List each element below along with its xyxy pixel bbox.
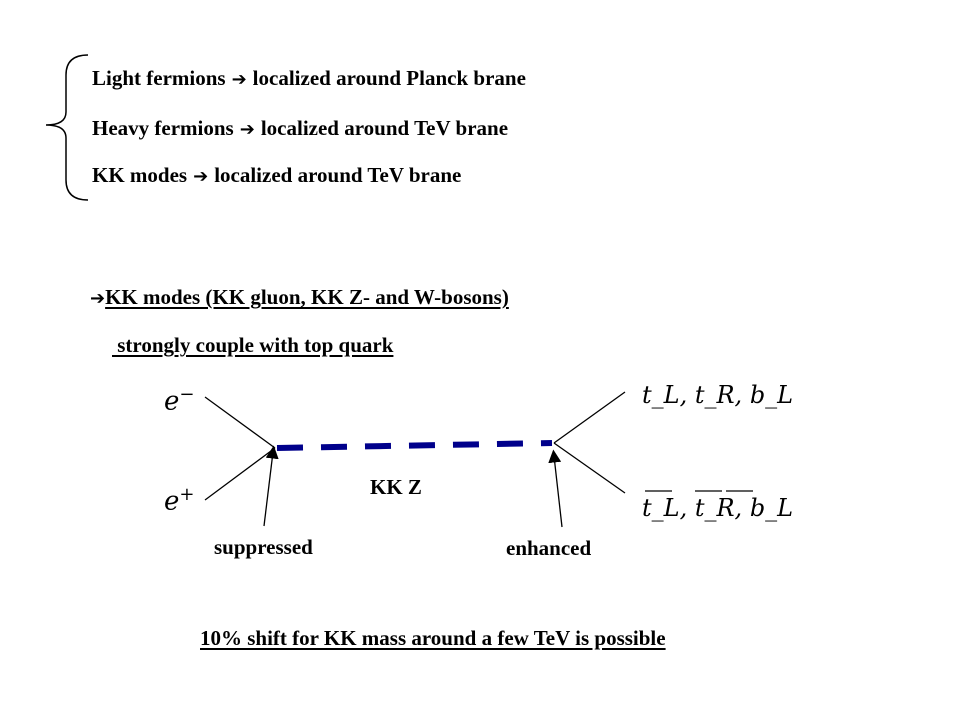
right-arrow-icon: ➔ bbox=[193, 166, 209, 187]
positron-label: e+ bbox=[164, 484, 195, 517]
kk-z-propagator bbox=[276, 440, 553, 451]
statement-kk-modes: KK modes➔localized around TeV brane bbox=[92, 163, 461, 189]
enhanced-note: enhanced bbox=[506, 536, 592, 560]
right-arrow-icon: ➔ bbox=[239, 119, 255, 140]
statement-result: localized around TeV brane bbox=[214, 163, 462, 187]
right-arrow-icon: ➔ bbox=[231, 69, 247, 90]
right-arrow-icon: ➔ bbox=[90, 288, 106, 309]
statement-subject: Heavy fermions bbox=[92, 116, 234, 140]
conclusion-text-1: KK modes (KK gluon, KK Z- and W-bosons) bbox=[105, 285, 509, 309]
electron-label: e− bbox=[164, 384, 195, 417]
suppressed-pointer bbox=[263, 445, 279, 527]
statement-result: localized around Planck brane bbox=[252, 66, 526, 90]
suppressed-note: suppressed bbox=[214, 535, 313, 559]
outgoing-quarks-label: t_L, t_R, b_L bbox=[642, 381, 794, 409]
statement-subject: Light fermions bbox=[92, 66, 226, 90]
statement-heavy-fermions: Heavy fermions➔localized around TeV bran… bbox=[92, 116, 508, 142]
outgoing-antiquark-line bbox=[553, 442, 626, 494]
conclusion-line-1: ➔KK modes (KK gluon, KK Z- and W-bosons) bbox=[90, 285, 509, 311]
statement-light-fermions: Light fermions➔localized around Planck b… bbox=[92, 66, 526, 92]
enhanced-pointer bbox=[548, 449, 563, 528]
statement-subject: KK modes bbox=[92, 163, 188, 187]
electron-line bbox=[204, 396, 276, 449]
positron-line bbox=[204, 447, 276, 501]
footer-conclusion: 10% shift for KK mass around a few TeV i… bbox=[200, 626, 666, 650]
statement-result: localized around TeV brane bbox=[260, 116, 509, 140]
propagator-label: KK Z bbox=[370, 475, 422, 499]
outgoing-quark-line bbox=[553, 391, 626, 444]
outgoing-antiquarks-label: t_L, t_R, b_L bbox=[642, 494, 794, 522]
conclusion-line-2: strongly couple with top quark bbox=[112, 333, 393, 357]
conclusion-text-2: strongly couple with top quark bbox=[112, 333, 394, 357]
brace-path bbox=[45, 54, 89, 201]
